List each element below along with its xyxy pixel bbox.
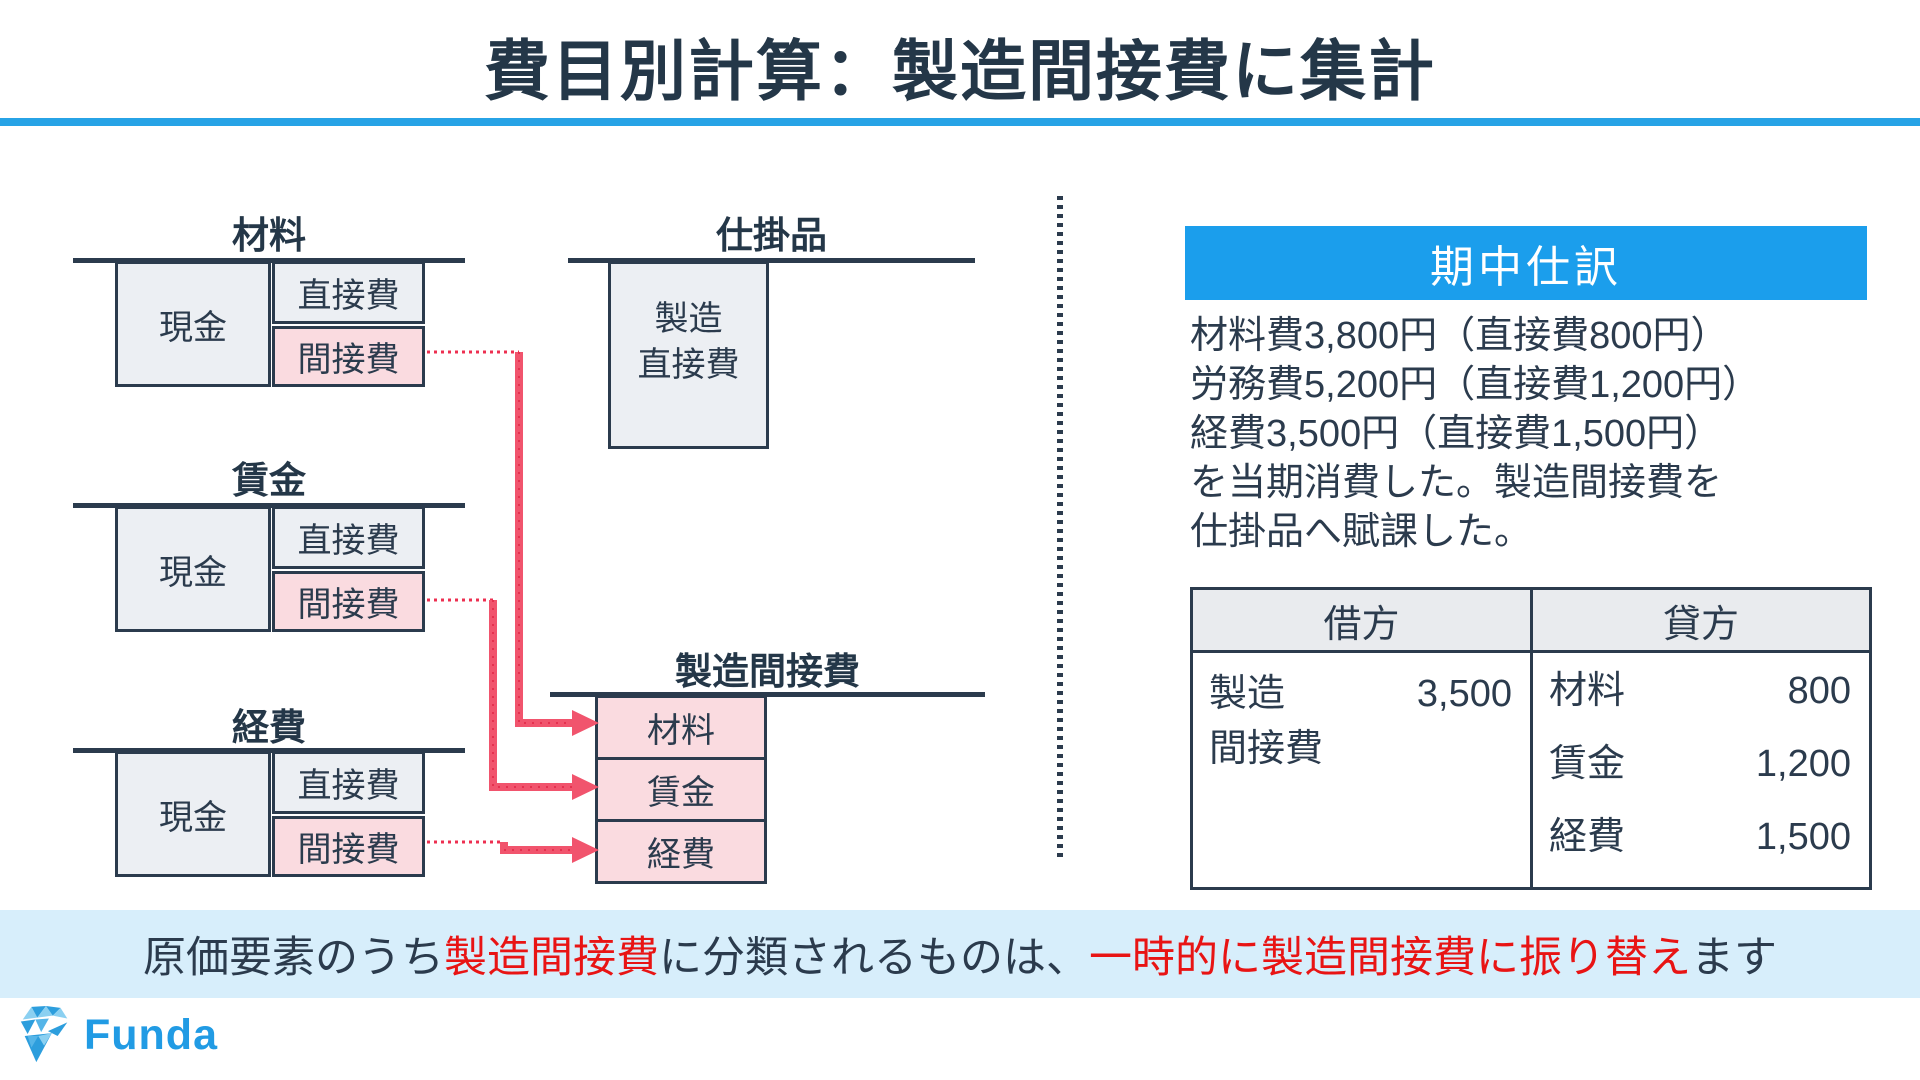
title-underline bbox=[0, 118, 1920, 126]
wip-direct-cost-line2: 直接費 bbox=[637, 346, 740, 384]
credit-amount: 1,500 bbox=[1755, 816, 1851, 858]
t-account-materials-direct: 直接費 bbox=[272, 261, 425, 324]
t-account-wages-title: 賃金 bbox=[232, 460, 306, 501]
wip-direct-cost-box: 製造 直接費 bbox=[608, 261, 769, 449]
funda-wordmark: Funda bbox=[84, 1010, 218, 1059]
t-account-wages-cash: 現金 bbox=[115, 506, 271, 632]
problem-line-3: 経費3,500円（直接費1,500円） bbox=[1190, 413, 1723, 455]
credit-cell: 材料 800 賃金 1,200 経費 1,500 bbox=[1533, 653, 1869, 888]
banner-segment-4: 一時的に製造間接費に振り替え bbox=[1089, 934, 1691, 982]
credit-account: 賃金 bbox=[1549, 743, 1626, 785]
t-account-materials-indirect: 間接費 bbox=[272, 326, 425, 387]
overhead-topline bbox=[550, 692, 985, 697]
key-point-banner: 原価要素のうち 製造間接費 に分類されるものは、 一時的に製造間接費に振り替え … bbox=[0, 910, 1920, 998]
wip-direct-cost-line1: 製造 bbox=[654, 300, 723, 338]
credit-row-materials: 材料 800 bbox=[1549, 669, 1851, 713]
credit-amount: 800 bbox=[1787, 670, 1851, 712]
t-account-materials-topline bbox=[73, 258, 465, 263]
t-account-wages-direct: 直接費 bbox=[272, 506, 425, 569]
overhead-item-wages: 賃金 bbox=[598, 757, 764, 819]
t-account-materials-title: 材料 bbox=[232, 215, 306, 256]
journal-header: 期中仕訳 bbox=[1185, 226, 1867, 300]
overhead-item-materials: 材料 bbox=[598, 698, 764, 757]
funda-gem-icon bbox=[20, 1005, 68, 1063]
wip-title: 仕掛品 bbox=[716, 215, 827, 256]
t-account-expenses-indirect: 間接費 bbox=[272, 816, 425, 877]
wip-topline bbox=[568, 258, 975, 263]
credit-amount: 1,200 bbox=[1755, 743, 1851, 785]
banner-segment-1: 原価要素のうち bbox=[143, 934, 444, 982]
problem-line-4: を当期消費した。製造間接費を bbox=[1190, 462, 1723, 504]
t-account-wages-indirect: 間接費 bbox=[272, 571, 425, 632]
t-account-expenses-direct: 直接費 bbox=[272, 751, 425, 814]
t-account-wages-topline bbox=[73, 503, 465, 508]
credit-header: 貸方 bbox=[1662, 603, 1739, 646]
problem-line-2: 労務費5,200円（直接費1,200円） bbox=[1190, 364, 1761, 406]
credit-account: 経費 bbox=[1549, 816, 1626, 858]
journal-problem-text: 材料費3,800円（直接費800円） 労務費5,200円（直接費1,200円） … bbox=[1190, 312, 1890, 557]
page-title: 費目別計算：製造間接費に集計 bbox=[484, 34, 1436, 108]
overhead-stack: 材料 賃金 経費 bbox=[595, 695, 767, 884]
section-divider bbox=[1057, 196, 1063, 862]
debit-account-line2: 間接費 bbox=[1209, 728, 1324, 770]
debit-cell: 製造 3,500 間接費 bbox=[1193, 653, 1533, 888]
credit-row-wages: 賃金 1,200 bbox=[1549, 742, 1851, 786]
journal-entry-table: 借方 貸方 製造 3,500 間接費 材料 800 賃金 1,200 bbox=[1190, 587, 1872, 890]
banner-segment-5: ます bbox=[1691, 934, 1777, 982]
journal-table-body: 製造 3,500 間接費 材料 800 賃金 1,200 経費 1,500 bbox=[1193, 653, 1869, 888]
t-account-materials-cash: 現金 bbox=[115, 261, 271, 387]
t-account-expenses-topline bbox=[73, 748, 465, 753]
overhead-item-expenses: 経費 bbox=[598, 819, 764, 881]
debit-amount: 3,500 bbox=[1416, 673, 1512, 715]
problem-line-1: 材料費3,800円（直接費800円） bbox=[1190, 315, 1729, 357]
banner-segment-2: 製造間接費 bbox=[444, 934, 659, 982]
t-account-expenses-cash: 現金 bbox=[115, 751, 271, 877]
debit-header: 借方 bbox=[1193, 590, 1533, 650]
credit-row-expenses: 経費 1,500 bbox=[1549, 815, 1851, 859]
funda-logo: Funda bbox=[18, 1004, 218, 1066]
banner-segment-3: に分類されるものは、 bbox=[659, 934, 1089, 982]
debit-account-line1: 製造 bbox=[1209, 673, 1286, 715]
journal-table-header: 借方 貸方 bbox=[1193, 590, 1869, 653]
problem-line-5: 仕掛品へ賦課した。 bbox=[1190, 511, 1533, 553]
credit-account: 材料 bbox=[1549, 670, 1626, 712]
overhead-title: 製造間接費 bbox=[675, 651, 860, 692]
t-account-expenses-title: 経費 bbox=[232, 707, 306, 748]
